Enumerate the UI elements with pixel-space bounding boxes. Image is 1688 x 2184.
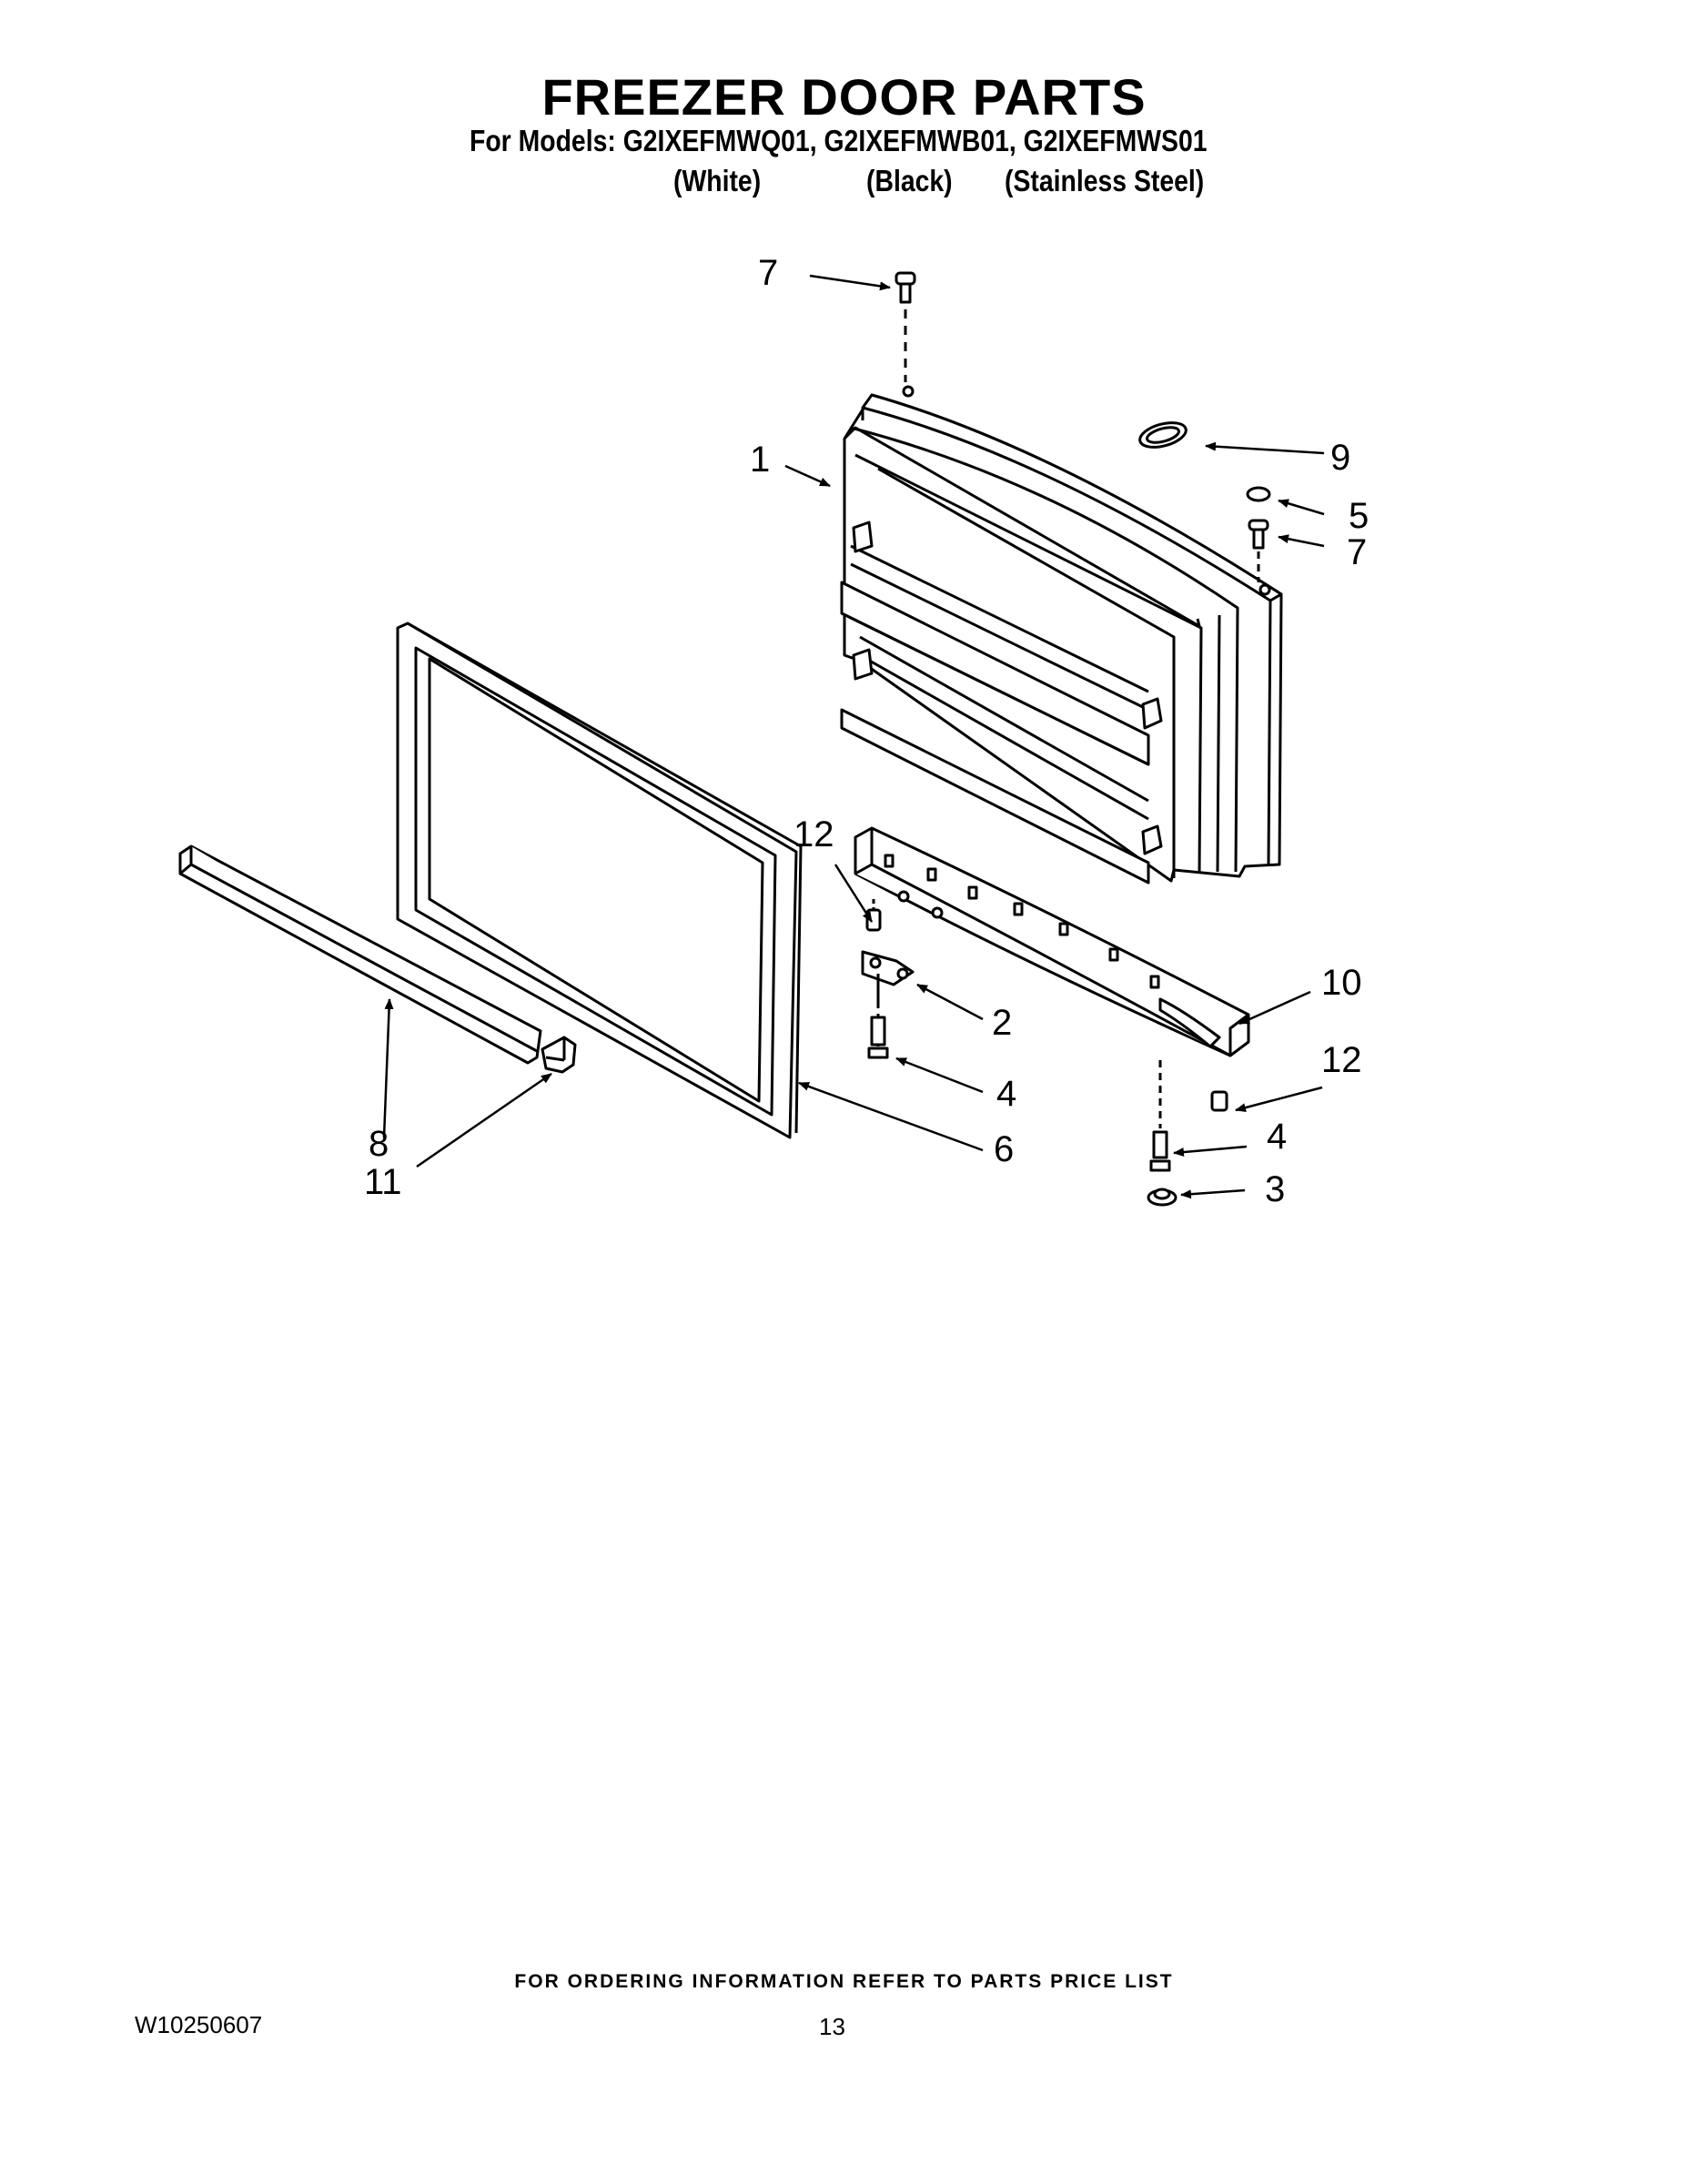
callout-8: 8 — [369, 1124, 389, 1164]
page-number: 13 — [819, 2013, 845, 2040]
callout-4-left: 4 — [996, 1074, 1016, 1114]
variant-black: (Black) — [866, 164, 953, 197]
breaker-strip-illustration — [178, 844, 577, 1074]
callout-6: 6 — [994, 1129, 1014, 1169]
callout-4-right: 4 — [1267, 1117, 1287, 1157]
fastener-illustrations — [861, 271, 1271, 1207]
bracket-illustration — [854, 826, 1250, 1057]
freezer-door-illustration — [840, 385, 1283, 885]
callout-12-right: 12 — [1321, 1040, 1362, 1080]
ordering-note: FOR ORDERING INFORMATION REFER TO PARTS … — [514, 1971, 1174, 1992]
callout-9: 9 — [1330, 438, 1350, 478]
callout-7-top: 7 — [758, 253, 778, 293]
gasket-frame-illustration — [396, 622, 803, 1139]
models-line: For Models: G2IXEFMWQ01, G2IXEFMWB01, G2… — [470, 124, 1208, 157]
callout-3: 3 — [1265, 1169, 1285, 1209]
callout-11: 11 — [364, 1162, 402, 1202]
callout-10: 10 — [1321, 963, 1362, 1003]
callout-7-right: 7 — [1347, 532, 1367, 572]
page-title: FREEZER DOOR PARTS — [541, 68, 1147, 126]
document-number: W10250607 — [135, 2011, 263, 2038]
callout-12-left: 12 — [793, 814, 834, 854]
leader-arrows — [382, 274, 1325, 1199]
callout-5: 5 — [1349, 496, 1369, 536]
callout-2: 2 — [992, 1003, 1012, 1043]
variant-stainless-steel: (Stainless Steel) — [1005, 164, 1205, 197]
callout-1: 1 — [750, 440, 770, 480]
variant-white: (White) — [673, 164, 762, 197]
